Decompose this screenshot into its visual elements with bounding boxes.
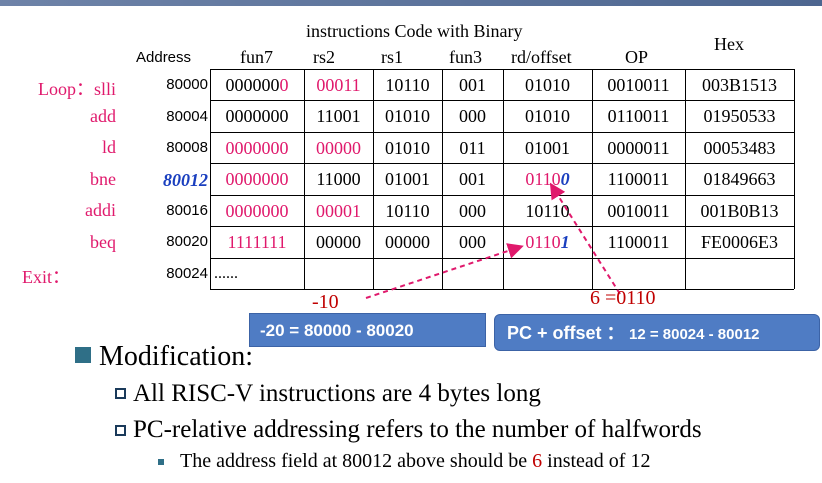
header-fun7: fun7: [240, 47, 273, 67]
cell-fun3: 000: [459, 201, 486, 221]
bullet-4-bytes: All RISC-V instructions are 4 bytes long: [133, 380, 541, 407]
row-address-highlight: 80012: [163, 170, 208, 190]
cell-rs2: 00000: [316, 232, 361, 252]
row-label-loop-slli: Loop：slli: [37, 79, 116, 99]
bullet-address-field: The address field at 80012 above should …: [180, 450, 651, 472]
cell-rd: 01101: [525, 232, 570, 252]
header-hex: Hex: [714, 34, 744, 54]
cell-rd: 01010: [525, 75, 570, 95]
row-label-ld: ld: [101, 137, 116, 157]
offset-calc-callout: -20 = 80000 - 80020: [249, 313, 486, 347]
cell-hex: 00053483: [703, 138, 776, 158]
cell-hex: 001B0B13: [700, 201, 779, 221]
row-address: 80000: [166, 76, 208, 93]
bullet-modification: Modification:: [99, 341, 253, 372]
cell-rd: 01001: [525, 138, 570, 158]
cell-hex: 003B1513: [701, 75, 777, 95]
row-address: 80024: [166, 265, 208, 282]
hollow-square-bullet-icon: [115, 388, 126, 399]
row-address: 80008: [166, 139, 208, 156]
table-title: instructions Code with Binary: [306, 21, 523, 41]
row-label-exit: Exit：: [22, 267, 70, 287]
header-rs1: rs1: [381, 47, 403, 67]
six-equals-note: 6 =0110: [590, 287, 656, 309]
cell-rs2: 11001: [316, 106, 361, 126]
row-label-bne: bne: [90, 169, 116, 189]
cell-hex: 01950533: [703, 106, 776, 126]
cell-rs1: 01010: [385, 138, 430, 158]
cell-rs1: 01010: [385, 106, 430, 126]
cell-rs2: 00011: [316, 75, 361, 95]
cell-hex: FE0006E3: [700, 232, 778, 252]
header-rd-offset: rd/offset: [511, 47, 572, 67]
row-address: 80016: [166, 202, 208, 219]
row-label-addi: addi: [85, 200, 116, 220]
cell-rs2: 11000: [316, 169, 361, 189]
minus10-note: -10: [312, 291, 339, 313]
header-op: OP: [625, 47, 649, 67]
cell-fun7: 0000000: [225, 138, 289, 158]
bullet-square-icon: [75, 347, 91, 363]
cell-fun3: 001: [459, 169, 486, 189]
cell-rs2: 00000: [316, 138, 361, 158]
cell-op: 1100011: [607, 169, 670, 189]
cell-rd: 01010: [525, 106, 570, 126]
row-label-add: add: [90, 106, 116, 126]
cell-rs2: 00001: [316, 201, 361, 221]
cell-op: 1100011: [607, 232, 670, 252]
cell-op: 0010011: [607, 201, 670, 221]
minus10-arrow: [365, 243, 524, 299]
cell-rs1: 00000: [385, 232, 430, 252]
top-accent-bar: [0, 0, 822, 6]
cell-rs1: 10110: [385, 201, 430, 221]
bullet-pc-relative: PC-relative addressing refers to the num…: [133, 416, 702, 443]
header-fun3: fun3: [449, 47, 482, 67]
cell-rd: 10110: [525, 201, 570, 221]
cell-op: 0110011: [607, 106, 670, 126]
cell-op: 0000011: [607, 138, 670, 158]
cell-hex: 01849663: [703, 169, 776, 189]
cell-fun7: 0000000: [225, 75, 289, 95]
cell-rs1: 01001: [385, 169, 430, 189]
pc-offset-callout: PC + offset ： 12 = 80024 - 80012: [494, 314, 820, 351]
header-address: Address: [136, 49, 192, 66]
cell-fun3: 000: [459, 106, 486, 126]
cell-fun7: 0000000: [225, 106, 289, 126]
hollow-square-bullet-icon: [115, 425, 126, 436]
row-address: 80020: [166, 233, 208, 250]
cell-fun3: 001: [459, 75, 486, 95]
six-arrow: [549, 182, 621, 295]
header-rs2: rs2: [313, 47, 335, 67]
cell-fun3: 011: [459, 138, 486, 158]
cell-fun7: 1111111: [227, 232, 287, 252]
cell-rs1: 10110: [385, 75, 430, 95]
row-address: 80004: [166, 108, 208, 125]
cell-fun3: 000: [459, 232, 486, 252]
cell-fun7: 0000000: [225, 169, 289, 189]
row-label-beq: beq: [90, 232, 116, 252]
small-square-bullet-icon: [158, 459, 164, 465]
cell-fun7: 0000000: [225, 201, 289, 221]
cell-op: 0010011: [607, 75, 670, 95]
cell-fun7-ellipsis: ......: [214, 265, 238, 282]
